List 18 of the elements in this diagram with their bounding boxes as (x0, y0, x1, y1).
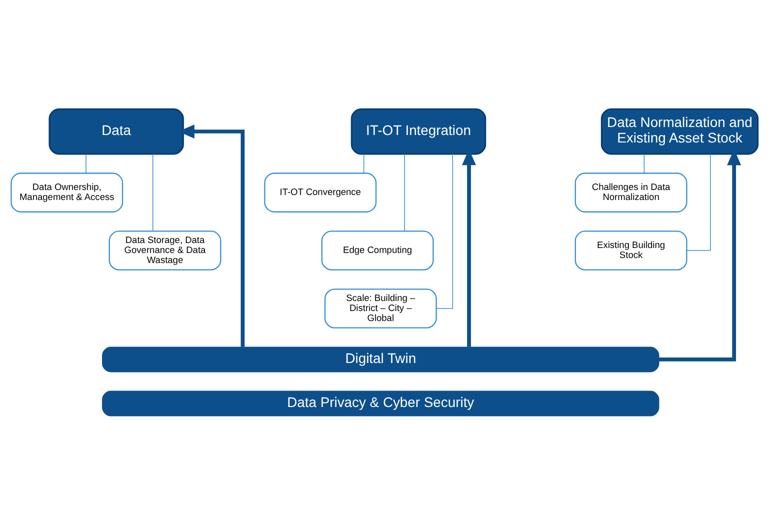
node-box: IT-OT Integration (350, 108, 486, 154)
node-box: Edge Computing (321, 230, 434, 270)
node-box: Data Normalization and Existing Asset Stock (600, 108, 759, 154)
connector (686, 153, 711, 250)
node-box: Data Storage, Data Governance & Data Wastage (108, 230, 222, 270)
connector (363, 153, 364, 174)
connector (152, 153, 154, 231)
node-box: Data Ownership, Management & Access (10, 172, 124, 212)
node-box: IT-OT Convergence (264, 172, 377, 212)
node-box: Challenges in Data Normalization (574, 172, 688, 212)
node-box: Data Privacy & Cyber Security (102, 390, 660, 416)
node-box: Digital Twin (102, 346, 660, 372)
connector (644, 153, 645, 174)
node-box: Scale: Building – District – City – Global (324, 288, 437, 328)
node-box: Existing Building Stock (574, 230, 688, 270)
connector (404, 153, 405, 231)
node-box: Data (48, 108, 184, 154)
connector (436, 153, 454, 308)
